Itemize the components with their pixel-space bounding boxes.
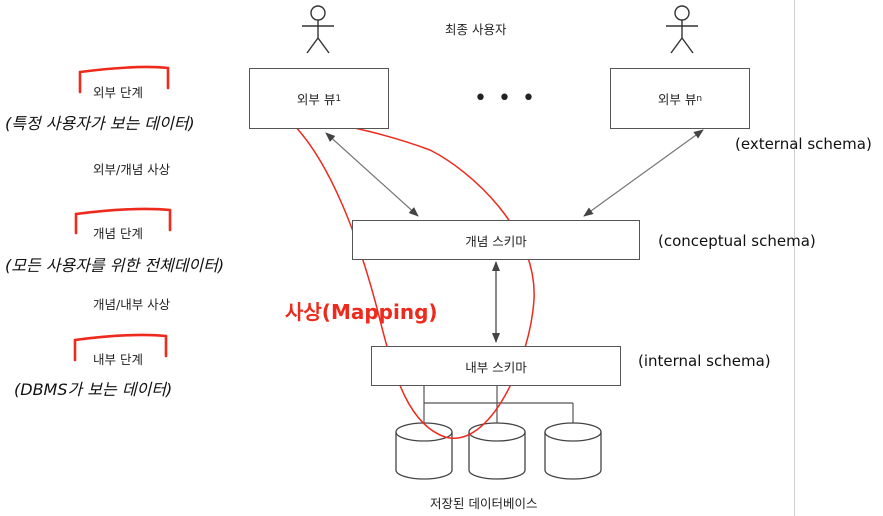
conceptual-internal-mapping-label: 개념/내부 사상 [93, 297, 171, 312]
external-level-note: (특정 사용자가 보는 데이터) [5, 114, 195, 133]
end-users-label: 최종 사용자 [445, 22, 507, 37]
external-view-n-text: 외부 뷰 [657, 92, 697, 107]
conceptual-schema-box: 개념 스키마 [352, 220, 640, 260]
user-stick-figure-icon [666, 5, 698, 54]
user-stick-figure-icon [302, 5, 334, 54]
stored-database-label: 저장된 데이터베이스 [430, 496, 538, 511]
red-highlight-marks [73, 65, 172, 362]
db-connector-lines [423, 386, 574, 423]
external-schema-label: (external schema) [735, 135, 872, 153]
conceptual-schema-label: (conceptual schema) [658, 232, 816, 250]
mapping-annotation: 사상(Mapping) [285, 300, 438, 324]
ellipsis-dots: • • • [474, 86, 537, 111]
ext1-conceptual-arrow [325, 132, 419, 217]
external-view-1-text: 외부 뷰 [296, 92, 336, 107]
conceptual-level-note: (모든 사용자를 위한 전체데이터) [5, 256, 225, 275]
internal-level-note: (DBMS가 보는 데이터) [14, 380, 173, 399]
slide-divider [794, 0, 795, 516]
internal-schema-label: (internal schema) [638, 352, 771, 370]
external-conceptual-mapping-label: 외부/개념 사상 [93, 162, 171, 177]
external-view-n-sub: n [696, 93, 703, 104]
internal-level-label: 내부 단계 [93, 352, 143, 367]
internal-schema-box: 내부 스키마 [371, 346, 621, 386]
mapping-loop-annotation [289, 120, 535, 440]
database-cylinder-icon [544, 422, 602, 480]
database-cylinder-icon [395, 422, 453, 480]
extn-conceptual-arrow [583, 129, 704, 217]
external-view-1-sub: 1 [335, 93, 342, 104]
conceptual-level-label: 개념 단계 [93, 226, 143, 241]
external-level-label: 외부 단계 [93, 85, 143, 100]
database-cylinder-icon [468, 422, 526, 480]
